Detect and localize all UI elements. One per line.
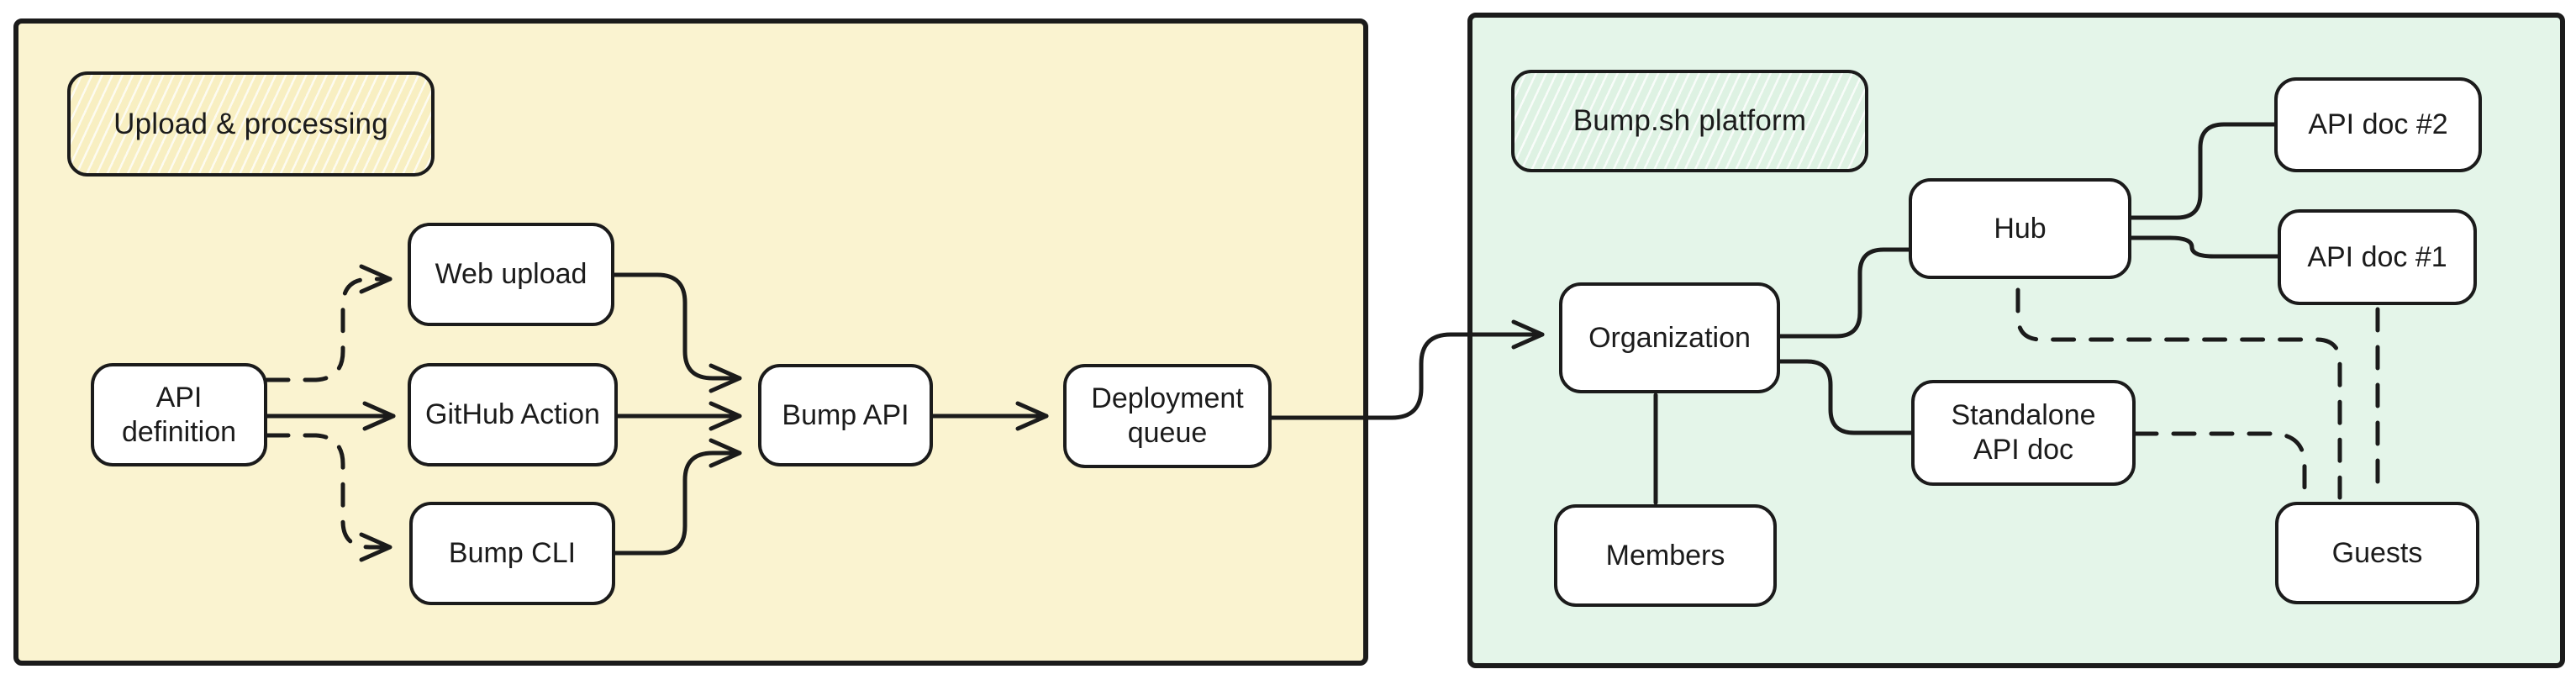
edge-hub-guests — [2015, 287, 2342, 500]
edge-standalone-api-doc-guests — [2133, 431, 2307, 500]
bumpsh-platform-title: Bump.sh platform — [1572, 104, 1807, 137]
node-organization: Organization — [1559, 282, 1780, 393]
edge-hub-api-doc-1 — [2129, 235, 2280, 259]
edge-organization-standalone-api-doc — [1778, 359, 1914, 435]
edge-bump-cli-bump-api — [613, 438, 742, 556]
edge-organization-hub — [1778, 247, 1911, 339]
edge-web-upload-bump-api — [612, 272, 742, 393]
node-guests: Guests — [2275, 502, 2479, 604]
node-web-upload: Web upload — [408, 223, 614, 326]
node-bump-api: Bump API — [758, 364, 933, 466]
node-api-doc-2: API doc #2 — [2274, 77, 2482, 172]
node-bump-cli: Bump CLI — [409, 502, 615, 605]
node-hub: Hub — [1909, 178, 2131, 279]
edge-deployment-queue-organization — [1269, 319, 1545, 420]
node-deployment-queue: Deployment queue — [1063, 364, 1272, 468]
node-github-action: GitHub Action — [408, 363, 618, 466]
node-api-doc-1: API doc #1 — [2278, 209, 2477, 305]
node-members: Members — [1554, 504, 1777, 607]
upload-processing-title: Upload & processing — [113, 107, 388, 140]
bumpsh-platform-label: Bump.sh platform — [1511, 70, 1868, 172]
edge-api-definition-bump-cli — [265, 433, 392, 562]
edge-api-definition-web-upload — [265, 264, 392, 382]
node-api-definition: API definition — [91, 363, 267, 466]
edge-hub-api-doc-2 — [2129, 122, 2277, 220]
node-standalone-api-doc: Standalone API doc — [1911, 380, 2136, 486]
upload-processing-label: Upload & processing — [67, 71, 435, 177]
